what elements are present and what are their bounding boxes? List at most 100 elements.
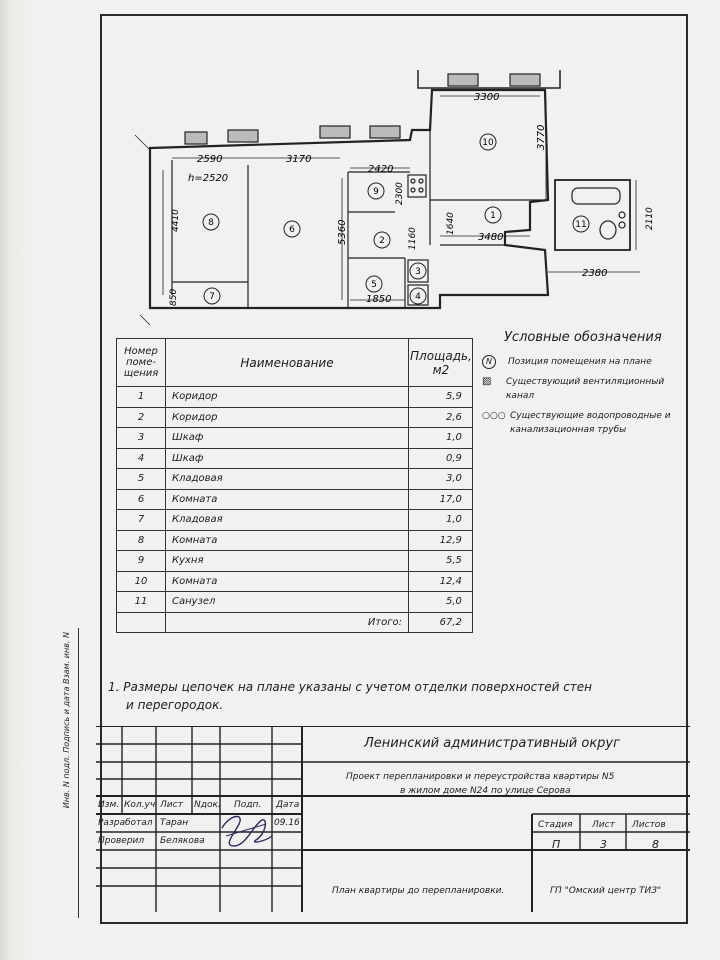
role-checker: Проверил [98,836,145,846]
dim-1160: 1160 [408,227,418,250]
row-area: 3,0 [408,468,473,490]
dim-2590: 2590 [197,154,222,165]
row-number: 11 [116,591,166,613]
row-name: Кладовая [165,509,409,531]
row-number: 3 [116,427,166,449]
dim-3480: 3480 [478,232,503,243]
dim-3170: 3170 [286,154,311,165]
room-marker-10: 10 [482,138,494,148]
table-total-row: Итого:67,2 [116,611,473,633]
col-list: Лист [160,800,183,810]
drawing-frame [100,14,688,924]
dim-5360: 5360 [337,220,348,245]
room-marker-3: 3 [415,267,421,277]
name-checker: Белякова [160,836,205,846]
total-label: Итого: [165,611,409,633]
legend-item-position: N Позиция помещения на плане [482,355,682,369]
legend-item-text: Существующие водопроводные и канализацио… [510,411,671,435]
row-area: 12,4 [408,570,473,592]
date-developer: 09.16 [274,818,300,828]
sheets-label: Листов [632,820,666,830]
legend-item-text: Позиция помещения на плане [508,357,652,367]
note-line-1: 1. Размеры цепочек на плане указаны с уч… [108,680,593,694]
legend-item-pipes: ○○○ Существующие водопроводные и канализ… [482,409,682,437]
row-name: Шкаф [165,447,409,469]
row-number: 8 [116,529,166,551]
total-value: 67,2 [408,611,473,633]
dim-3770: 3770 [536,125,547,150]
row-name: Коридор [165,406,409,428]
col-header-name: Наименование [165,338,409,387]
row-name: Шкаф [165,427,409,449]
side-stamp-text: Инв. N подл. Подпись и дата Взам. инв. N [62,632,71,809]
row-name: Комната [165,570,409,592]
room-marker-2: 2 [379,236,385,246]
legend: Условные обозначения N Позиция помещения… [482,330,682,443]
sheet-value: 3 [600,838,607,851]
room-marker-11: 11 [575,220,586,230]
row-area: 5,5 [408,550,473,572]
row-area: 12,9 [408,529,473,551]
room-marker-4: 4 [415,292,421,302]
stage-value: П [552,838,561,851]
signature [221,815,273,847]
name-developer: Таран [160,818,189,828]
sheet-label: Лист [592,820,615,830]
row-number: 5 [116,468,166,490]
drawing-title: План квартиры до перепланировки. [332,886,505,896]
row-number: 10 [116,570,166,592]
row-number: 6 [116,488,166,510]
dim-2110: 2110 [645,207,655,230]
row-area: 1,0 [408,509,473,531]
circled-n-icon: N [482,355,496,369]
row-number: 2 [116,406,166,428]
dim-h2520: h=2520 [188,173,228,184]
dim-1850: 1850 [366,294,391,305]
col-koluch: Кол.уч [124,800,156,810]
legend-title: Условные обозначения [504,330,662,345]
room-marker-5: 5 [371,280,377,290]
row-number: 1 [116,386,166,408]
row-area: 5,9 [408,386,473,408]
row-area: 0,9 [408,447,473,469]
dim-4410: 4410 [171,209,181,232]
vent-channel-icon: ▨ [482,376,492,387]
row-area: 1,0 [408,427,473,449]
col-header-number: Номер поме- щения [116,338,166,387]
row-name: Кладовая [165,468,409,490]
col-header-area: Площадь, м2 [408,338,473,387]
room-marker-1: 1 [490,211,496,221]
dim-2380: 2380 [582,268,607,279]
note: 1. Размеры цепочек на плане указаны с уч… [108,678,668,714]
room-marker-8: 8 [208,218,214,228]
row-area: 2,6 [408,406,473,428]
legend-item-vent: ▨ Существующий вентиляционный канал [482,375,682,403]
pipes-icon: ○○○ [482,411,506,421]
row-name: Кухня [165,550,409,572]
room-marker-7: 7 [209,292,215,302]
col-ndok: Nдок. [194,800,221,810]
stage-label: Стадия [538,820,573,830]
organization: ГП "Омский центр ТИЗ" [550,886,662,896]
row-number: 4 [116,447,166,469]
role-developer: Разработал [98,818,153,828]
dim-2300: 2300 [395,182,405,205]
col-data: Дата [276,800,300,810]
dim-3300: 3300 [474,92,499,103]
note-line-2: и перегородок. [126,698,224,712]
dim-1640: 1640 [446,212,456,235]
sheets-value: 8 [652,838,659,851]
room-table: Номер поме- щения Наименование Площадь, … [116,338,473,633]
row-area: 5,0 [408,591,473,613]
row-number: 7 [116,509,166,531]
